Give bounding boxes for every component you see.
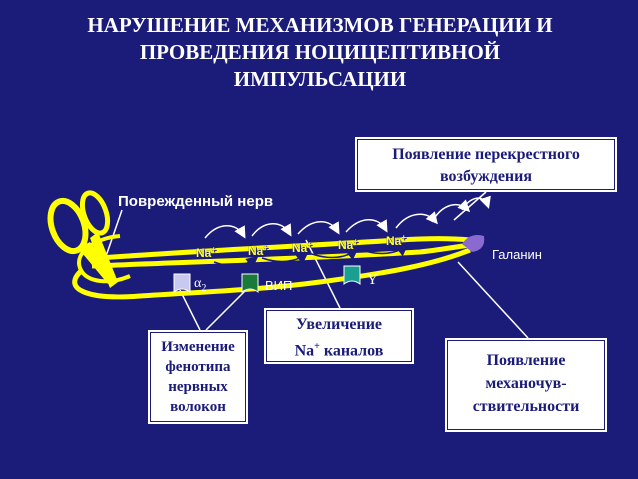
na-channels-box: Увеличение Na+ каналов (264, 308, 414, 364)
na-label-3: Na+ (292, 240, 313, 255)
damaged-nerve-label: Поврежденный нерв (118, 193, 274, 210)
vip-label: ВИП (265, 278, 293, 293)
title-line-3: ИМПУЛЬСАЦИИ (233, 67, 407, 91)
na-label-5: Na+ (386, 233, 407, 248)
galanin-label: Галанин (492, 247, 542, 262)
impulse-arrows (204, 195, 491, 239)
pointer-mech (457, 261, 529, 339)
na-label-2: Na+ (248, 243, 269, 258)
cross-excitation-box: Появление перекрестного возбуждения (355, 137, 617, 192)
galanin-receptor (462, 235, 485, 252)
y-label: Y (367, 272, 378, 288)
scissors-icon (47, 190, 118, 288)
y-receptor (343, 265, 361, 285)
na-label-1: Na+ (196, 245, 217, 260)
phenotype-change-box: Изменение фенотипа нервных волокон (148, 330, 248, 424)
slide-title: НАРУШЕНИЕ МЕХАНИЗМОВ ГЕНЕРАЦИИ И ПРОВЕДЕ… (20, 12, 620, 93)
pointer-cross (453, 191, 487, 221)
alpha2-receptor (173, 273, 191, 293)
alpha2-label: α2 (194, 276, 207, 294)
vip-receptor (241, 273, 259, 293)
pointer-na (305, 239, 341, 309)
mechanosensitivity-box: Появление механочув- ствительности (445, 338, 607, 432)
title-line-2: ПРОВЕДЕНИЯ НОЦИЦЕПТИВНОЙ (139, 40, 501, 64)
nerve-fiber-top (99, 236, 471, 261)
pointer-phen-b (205, 289, 247, 331)
impulse-arrows-dark (213, 244, 409, 269)
pointer-phen-a (179, 289, 201, 331)
title-line-1: НАРУШЕНИЕ МЕХАНИЗМОВ ГЕНЕРАЦИИ И (87, 13, 553, 37)
na-label-4: Na+ (338, 237, 359, 252)
